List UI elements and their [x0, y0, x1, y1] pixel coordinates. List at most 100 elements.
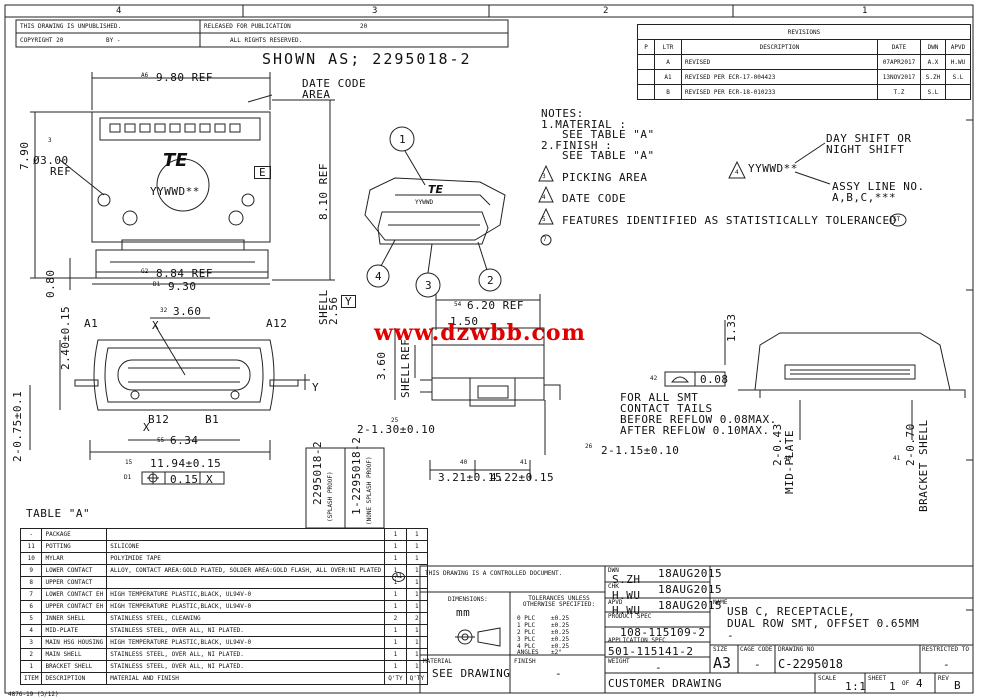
dim-height-240: 2.40±0.15 [59, 305, 72, 370]
dim-width-884: 8.84 REF [156, 267, 213, 280]
table-a-description: MAIN HSG HOUSING [41, 636, 108, 649]
dim-shell-256: 2.56 [327, 296, 340, 326]
table-a-material: STAINLESS STEEL, OVER ALL, NI PLATED. [106, 648, 386, 661]
table-a-qty-2: 2 [405, 612, 429, 625]
dim-width-ref: 9.80 REF [156, 71, 213, 84]
size-value: A3 [713, 654, 732, 672]
revisions-title: REVISIONS [637, 24, 971, 40]
tol-4plc-value: ±0.25 [551, 643, 570, 650]
balloon-2: 2 [487, 274, 495, 287]
assy-line-label: ASSY LINE NO. [832, 180, 925, 193]
note-5-num: 5 [542, 216, 546, 223]
datecode-format: YYWWD** [748, 162, 798, 175]
balloon-3: 3 [425, 279, 433, 292]
zone-1: 1 [862, 6, 868, 16]
dimensions-label: DIMENSIONS: [448, 596, 488, 603]
table-a-description: LOWER CONTACT EH [41, 588, 108, 601]
table-a-qty-2: 1 [405, 576, 429, 589]
rev-header-desc: DESCRIPTION [681, 39, 878, 55]
assy-line-values: A,B,C,*** [832, 191, 897, 204]
balloon-1: 1 [399, 133, 407, 146]
pin-a12: A12 [266, 317, 288, 330]
table-a-item: 8 [19, 576, 43, 589]
dim-634: 6.34 [170, 434, 199, 447]
dim-height: 7.90 [18, 141, 31, 171]
dim-tab-075: 2-0.75±0.1 [11, 390, 24, 462]
rev-desc: REVISED PER ECR-18-010233 [681, 84, 878, 100]
table-a-description: UPPER CONTACT [41, 576, 108, 589]
tol-2plc: 2 PLC [517, 629, 536, 636]
footer-desc: DESCRIPTION [41, 672, 108, 685]
rev-value: B [954, 679, 962, 692]
top-datecode: YYWWD** [150, 185, 200, 198]
tol-2plc-value: ±0.25 [551, 629, 570, 636]
table-a-description: MYLAR [41, 552, 108, 565]
table-a-footer: ITEM DESCRIPTION MATERIAL AND FINISH Q'T… [19, 672, 429, 685]
product-spec-label: PRODUCT SPEC [608, 613, 652, 620]
table-a-qty-1: 1 [384, 528, 407, 541]
dim-side-422: 4.22±0.15 [490, 471, 555, 484]
dim-id-g2: G2 [141, 268, 149, 275]
table-a-qty-2: 1 [405, 552, 429, 565]
flatness-id: 42 [650, 375, 658, 382]
note-4-num: 4 [542, 194, 546, 201]
dim-side-360: 3.60 [375, 351, 388, 381]
notes-heading: NOTES: [541, 107, 584, 120]
te-logo: TE [163, 150, 188, 171]
application-spec: 501-115141-2 [608, 645, 694, 658]
note-2-detail: SEE TABLE "A" [562, 149, 655, 162]
tolerance-id: D1 [124, 474, 132, 481]
pin-b12: B12 [148, 413, 170, 426]
sheet-count: 4 [916, 677, 924, 690]
part-name-2: DUAL ROW SMT, OFFSET 0.65MM [727, 617, 920, 630]
rev-ltr: A1 [654, 69, 682, 85]
smt-note-2: CONTACT TAILS [620, 402, 713, 415]
controlled-rev-mark: A1 [392, 572, 406, 582]
table-a-description: INNER SHELL [41, 612, 108, 625]
dim-id-25: 25 [391, 417, 399, 424]
apvd-date: 18AUG2015 [658, 599, 723, 612]
rev-header-apvd: APVD [945, 39, 971, 55]
statistical-tolerance-mark: ST [893, 216, 901, 223]
released-year: 20 [360, 23, 368, 30]
dim-bottom: 0.80 [44, 269, 57, 299]
footer-material: MATERIAL AND FINISH [106, 672, 386, 685]
restricted-value: - [943, 658, 951, 671]
tol-1plc-value: ±0.25 [551, 622, 570, 629]
rev-header-dwn: DWN [920, 39, 946, 55]
note-1: 1.MATERIAL : [541, 118, 627, 131]
footer-qty-2: Q'TY [405, 672, 429, 685]
chk-date: 18AUG2015 [658, 583, 723, 596]
weight-value: - [655, 661, 663, 674]
table-a-material: POLYIMIDE TAPE [106, 552, 386, 565]
dim-id-d1: D1 [153, 281, 161, 288]
dim-id-end-41: 41 [893, 455, 901, 462]
dim-id-15: 15 [125, 459, 133, 466]
note-3-num: 3 [542, 173, 546, 180]
part-number-1: 2295018-2 [311, 440, 324, 505]
dwn-name: S.ZH [612, 573, 641, 586]
balloon-4: 4 [375, 270, 383, 283]
dim-id-26: 26 [585, 443, 593, 450]
drawing-number: C-2295018 [778, 657, 844, 671]
table-a-description: BRACKET SHELL [41, 660, 108, 673]
tol-1plc: 1 PLC [517, 622, 536, 629]
apvd-name: H.WU [612, 604, 641, 617]
datecode-area-label: DATE CODE [302, 77, 367, 90]
rev-dwn: S.L [920, 84, 946, 100]
table-a-qty-1: 1 [384, 540, 407, 553]
table-a-description: UPPER CONTACT EH [41, 600, 108, 613]
application-spec-label: APPLICATION SPEC [608, 637, 666, 644]
zone-3: 3 [372, 6, 378, 16]
rev-date: T.Z [877, 84, 921, 100]
table-a-qty-1: 1 [384, 624, 407, 637]
table-a-qty-1: 1 [384, 636, 407, 649]
table-a-description: POTTING [41, 540, 108, 553]
position-tolerance: 0.15 [170, 473, 199, 486]
table-a-material: HIGH TEMPERATURE PLASTIC,BLACK, UL94V-0 [106, 600, 386, 613]
table-a-qty-1: 1 [384, 552, 407, 565]
iso-datecode: YYWWD [415, 199, 434, 206]
scale-value: 1:1 [845, 680, 867, 693]
